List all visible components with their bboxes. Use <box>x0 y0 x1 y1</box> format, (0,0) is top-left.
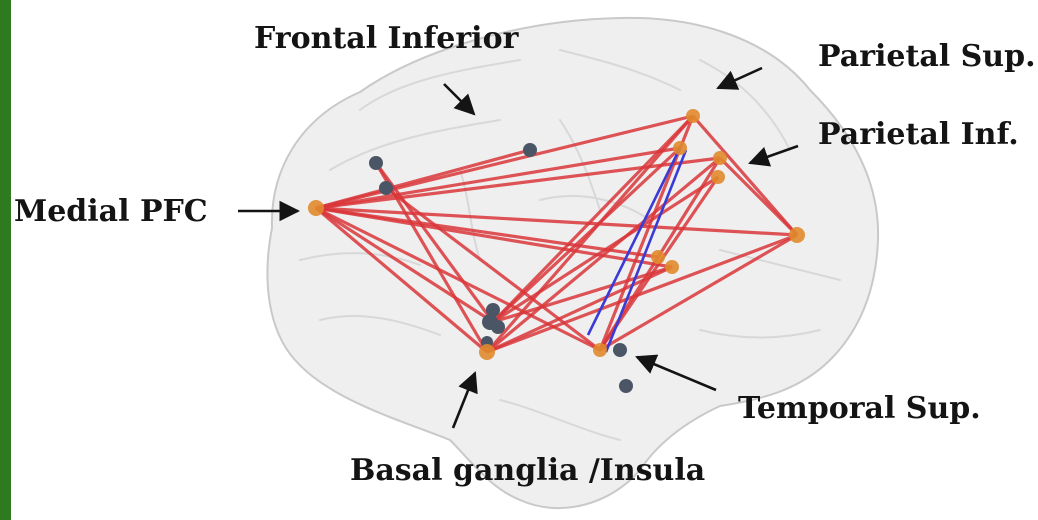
label-frontal-inferior: Frontal Inferior <box>254 24 518 54</box>
node-orange <box>686 109 700 123</box>
label-basal-ganglia-insula: Basal ganglia /Insula <box>350 456 705 486</box>
node-orange <box>673 141 687 155</box>
node-orange <box>308 200 324 216</box>
brain-outline <box>267 18 878 508</box>
node-orange <box>665 260 679 274</box>
node-slate <box>523 143 537 157</box>
label-temporal-sup: Temporal Sup. <box>738 394 981 424</box>
node-slate <box>491 320 505 334</box>
node-slate <box>369 156 383 170</box>
node-orange <box>651 250 665 264</box>
label-parietal-inf: Parietal Inf. <box>818 120 1019 150</box>
node-orange <box>711 170 725 184</box>
node-slate <box>619 379 633 393</box>
node-slate <box>379 181 393 195</box>
node-orange <box>593 343 607 357</box>
node-orange <box>713 151 727 165</box>
node-slate <box>613 343 627 357</box>
label-parietal-sup: Parietal Sup. <box>818 42 1036 72</box>
node-orange <box>789 227 805 243</box>
node-orange <box>479 344 495 360</box>
label-medial-pfc: Medial PFC <box>14 197 208 227</box>
